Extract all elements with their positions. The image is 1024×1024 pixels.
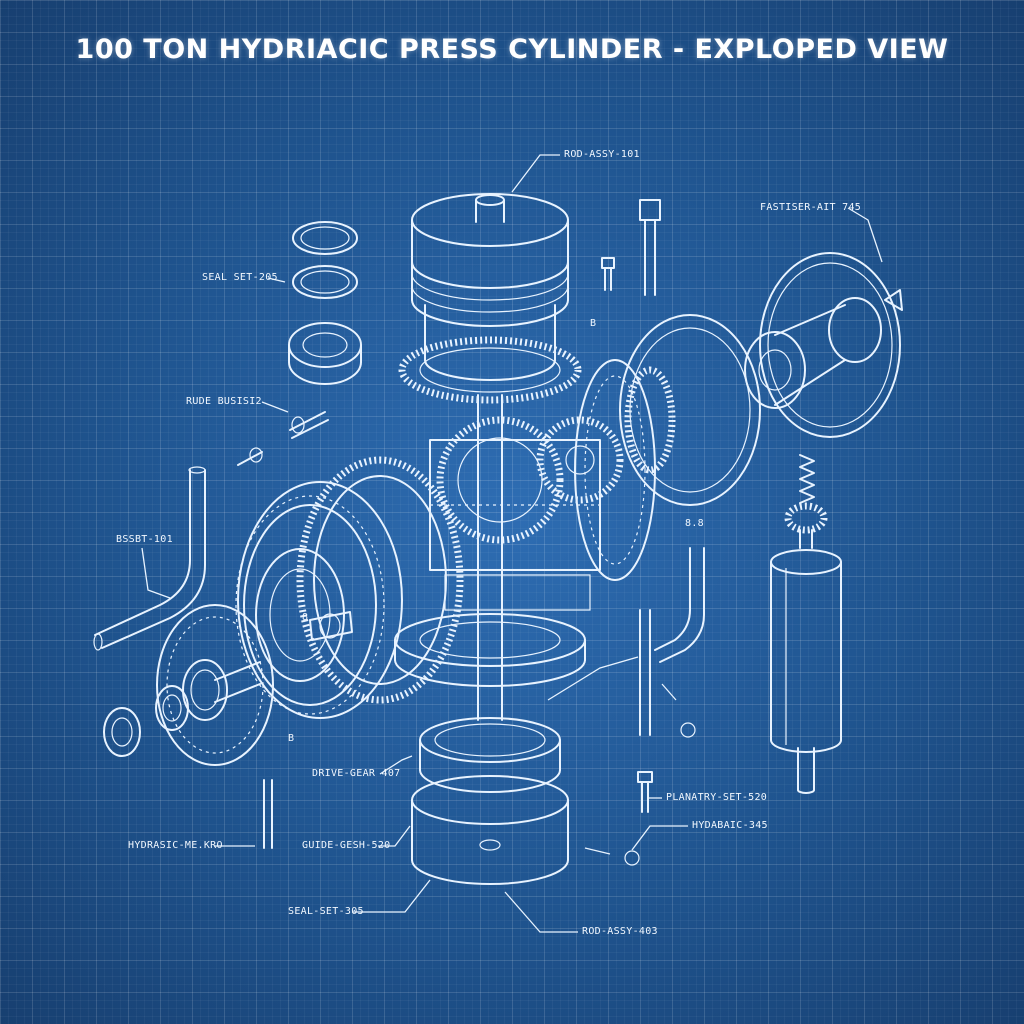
right-pipe-rod — [639, 547, 705, 738]
label-hydabaic: HYDABAIC-345 — [692, 820, 768, 831]
label-hydrasic-me: HYDRASIC-ME.KRO — [128, 840, 223, 851]
label-b-mark-2: B — [288, 733, 295, 744]
label-rod-assy-403: ROD-ASSY-403 — [582, 926, 658, 937]
label-b-mark-3: 8.8 — [685, 518, 704, 529]
label-b-mark-1: B — [590, 318, 597, 329]
seal-rings-stack — [288, 221, 362, 385]
top-piston-assembly — [398, 193, 582, 404]
right-flange-plates — [574, 252, 903, 581]
right-spring-cylinder — [770, 454, 842, 794]
drawing-title: 100 TON HYDRIACIC PRESS CYLINDER - EXPLO… — [75, 34, 949, 65]
label-drive-gear: DRIVE-GEAR 407 — [312, 768, 401, 779]
label-seal-set-305: SEAL-SET-305 — [288, 906, 364, 917]
label-bssbt-101: BSSBT-101 — [116, 534, 173, 545]
callout-leaders — [141, 154, 883, 933]
label-planatry-set: PLANATRY-SET-520 — [666, 792, 768, 803]
left-ring-gear-assembly — [235, 456, 464, 719]
label-guide-gesh: GUIDE-GESH-520 — [302, 840, 391, 851]
label-rod-assy-101: ROD-ASSY-101 — [564, 149, 640, 160]
label-b-mark-4: 8 — [302, 612, 309, 623]
bottom-base-stack — [411, 717, 569, 885]
bottom-bolts — [263, 771, 653, 866]
label-rude-bushing: RUDE BUSISI2 — [186, 396, 262, 407]
label-seal-set-205: SEAL SET-205 — [202, 272, 278, 283]
left-bent-pipe — [93, 466, 206, 651]
label-fastener-kit: FASTISER-AIT 745 — [760, 202, 862, 213]
left-small-rings — [103, 685, 189, 757]
left-flange-disc — [156, 604, 274, 766]
top-bolts — [601, 199, 661, 296]
left-bolts — [237, 411, 329, 466]
